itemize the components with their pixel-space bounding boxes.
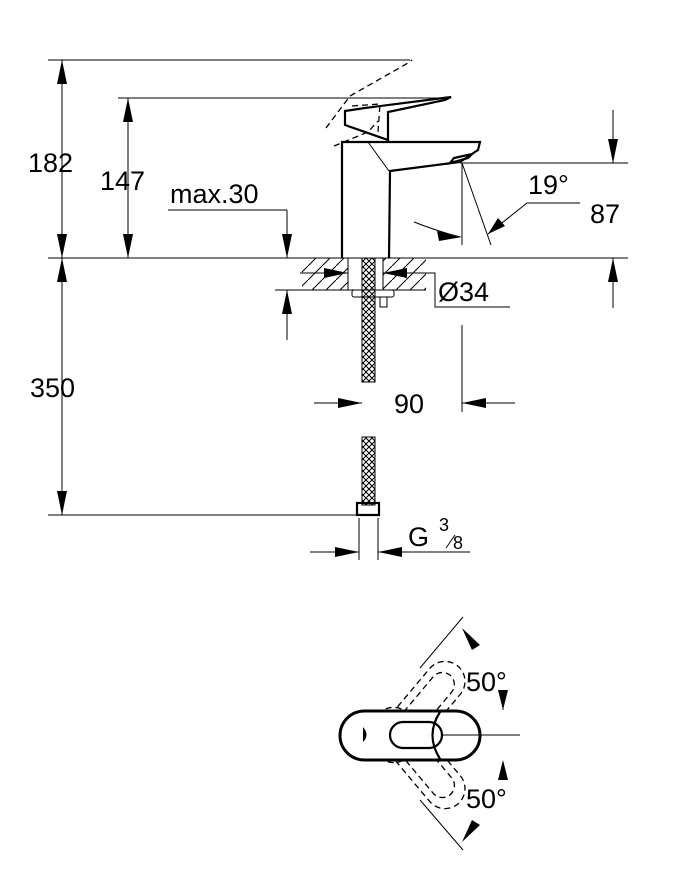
dimension-diameter-34: Ø34	[300, 268, 510, 308]
svg-text:50°: 50°	[466, 667, 507, 697]
dimension-350: 350	[30, 258, 75, 515]
svg-text:90: 90	[394, 389, 424, 419]
handle-top-view: 50° 50°	[338, 616, 520, 851]
svg-text:3: 3	[439, 515, 449, 535]
hose	[355, 257, 381, 517]
svg-text:8: 8	[453, 533, 463, 553]
faucet-body	[325, 59, 482, 259]
svg-text:350: 350	[30, 373, 75, 403]
dimension-19-degree: 19°	[413, 162, 580, 246]
svg-text:G: G	[408, 522, 429, 552]
svg-text:50°: 50°	[466, 784, 507, 814]
dimension-90: 90	[314, 325, 515, 419]
svg-text:19°: 19°	[528, 170, 569, 200]
svg-text:Ø34: Ø34	[438, 277, 489, 307]
dimension-max-30: max.30	[168, 179, 292, 340]
svg-text:87: 87	[590, 199, 620, 229]
dimension-connection-thread: G 3 8	[310, 515, 470, 560]
svg-text:max.30: max.30	[170, 179, 259, 209]
dimension-147: 147	[100, 98, 145, 258]
dimension-87: 87	[590, 110, 620, 308]
svg-text:147: 147	[100, 166, 145, 196]
svg-text:182: 182	[28, 148, 73, 178]
dimension-182: 182	[28, 60, 73, 258]
